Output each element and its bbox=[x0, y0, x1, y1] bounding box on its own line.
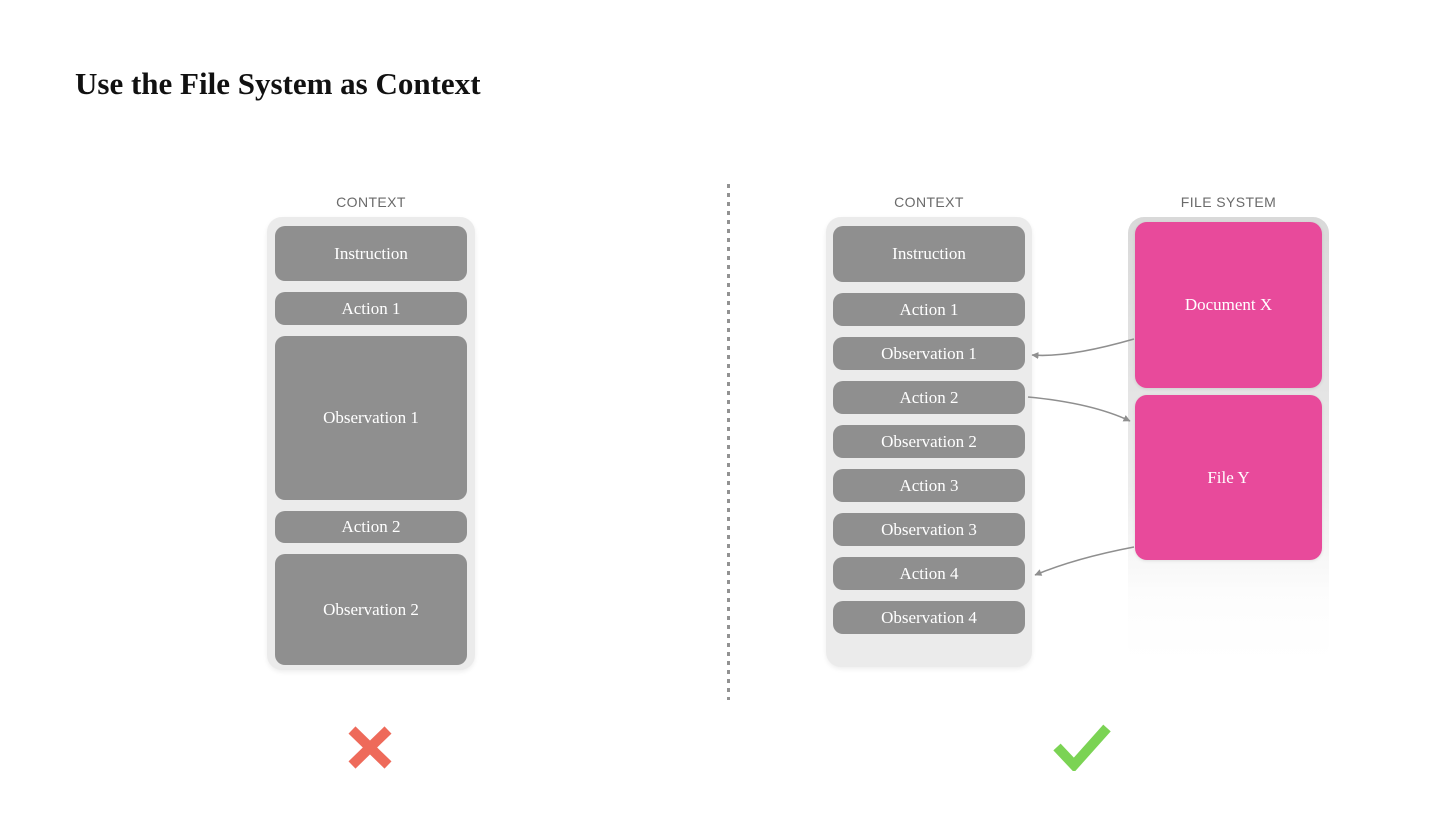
context-label-right: CONTEXT bbox=[894, 194, 964, 210]
context-box-instruction: Instruction bbox=[833, 226, 1025, 282]
context-box-observation-3: Observation 3 bbox=[833, 513, 1025, 546]
context-box-observation-1: Observation 1 bbox=[275, 336, 467, 500]
context-box-action-2: Action 2 bbox=[833, 381, 1025, 414]
context-box-action-1: Action 1 bbox=[833, 293, 1025, 326]
arrow-document-x-to-observation-1 bbox=[1031, 338, 1135, 360]
context-box-action-1: Action 1 bbox=[275, 292, 467, 325]
arrow-action-2-to-file-y bbox=[1027, 396, 1131, 422]
check-icon bbox=[1053, 724, 1111, 771]
left-context-group: CONTEXT Instruction Action 1 Observation… bbox=[267, 194, 475, 670]
file-system-group: FILE SYSTEM Document X File Y bbox=[1128, 194, 1329, 662]
context-box-observation-1: Observation 1 bbox=[833, 337, 1025, 370]
context-box-instruction: Instruction bbox=[275, 226, 467, 281]
context-box-observation-4: Observation 4 bbox=[833, 601, 1025, 634]
arrow-file-y-to-action-4 bbox=[1034, 546, 1135, 576]
file-box-document-x: Document X bbox=[1135, 222, 1322, 388]
context-label-left: CONTEXT bbox=[336, 194, 406, 210]
context-box-action-4: Action 4 bbox=[833, 557, 1025, 590]
context-panel-left: Instruction Action 1 Observation 1 Actio… bbox=[267, 217, 475, 670]
cross-icon bbox=[348, 726, 392, 769]
context-box-observation-2: Observation 2 bbox=[275, 554, 467, 665]
context-box-observation-2: Observation 2 bbox=[833, 425, 1025, 458]
context-box-action-3: Action 3 bbox=[833, 469, 1025, 502]
file-system-label: FILE SYSTEM bbox=[1180, 194, 1277, 210]
page-title: Use the File System as Context bbox=[75, 66, 481, 101]
context-panel-right: Instruction Action 1 Observation 1 Actio… bbox=[826, 217, 1032, 667]
context-box-action-2: Action 2 bbox=[275, 511, 467, 543]
divider-dashed-line bbox=[727, 184, 730, 700]
file-box-file-y: File Y bbox=[1135, 395, 1322, 560]
right-context-group: CONTEXT Instruction Action 1 Observation… bbox=[826, 194, 1032, 667]
file-system-panel: Document X File Y bbox=[1128, 217, 1329, 662]
